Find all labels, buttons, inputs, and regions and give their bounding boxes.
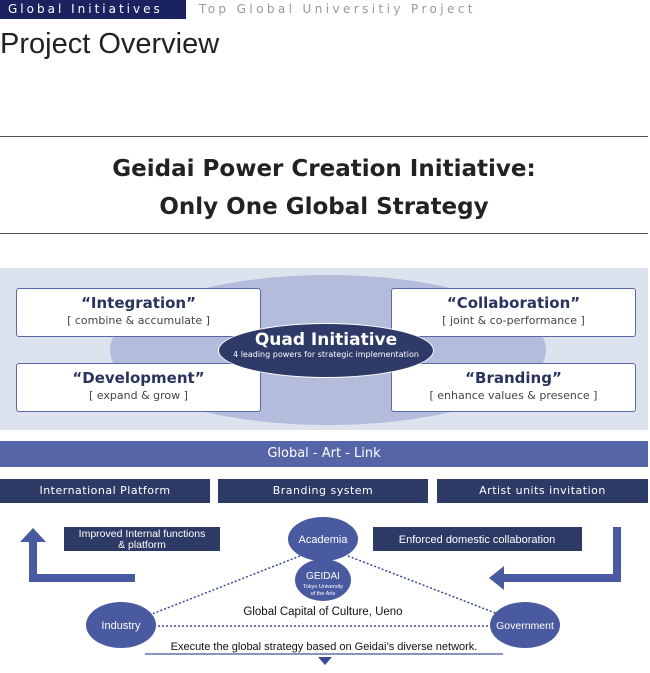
quad-item-subtitle: [ combine & accumulate ] — [67, 314, 210, 327]
academia-node — [288, 517, 358, 561]
right-arrow-path — [503, 527, 621, 582]
arrow-left-icon — [489, 566, 504, 590]
section-tag[interactable]: Global Initiatives — [0, 0, 186, 19]
footer-caption: Execute the global strategy based on Gei… — [171, 641, 478, 653]
global-art-link-bar: Global - Art - Link — [0, 441, 648, 467]
arrow-up-icon — [20, 528, 46, 542]
geidai-node — [295, 559, 351, 601]
domestic-collaboration-box — [373, 527, 582, 551]
arrow-down-icon — [318, 657, 332, 665]
quad-item-integration: “Integration” [ combine & accumulate ] — [16, 288, 261, 337]
left-arrow-path — [29, 541, 135, 582]
dotted-link — [151, 555, 301, 615]
quad-item-subtitle: [ expand & grow ] — [89, 389, 188, 402]
quad-item-development: “Development” [ expand & grow ] — [16, 363, 261, 412]
heading-line: Only One Global Strategy — [159, 194, 489, 220]
improved-functions-box — [64, 527, 220, 551]
quad-item-title: “Collaboration” — [446, 294, 581, 312]
quad-item-subtitle: [ enhance values & presence ] — [429, 389, 598, 402]
geidai-label: GEIDAI — [306, 571, 340, 582]
dotted-link — [347, 555, 499, 615]
divider — [0, 136, 648, 137]
quad-item-title: “Development” — [72, 369, 205, 387]
quad-title: Quad Initiative — [254, 330, 398, 350]
quad-subtitle: 4 leading powers for strategic implement… — [233, 350, 419, 359]
geidai-sub: Tokyo University — [303, 584, 343, 590]
academia-label: Academia — [299, 534, 349, 546]
pillar-branding-system: Branding system — [218, 479, 428, 503]
improved-functions-label: Improved Internal functions — [79, 528, 206, 540]
heading-line: Geidai Power Creation Initiative: — [112, 156, 536, 182]
page-title: Project Overview — [0, 28, 220, 60]
quad-item-subtitle: [ joint & co-performance ] — [442, 314, 585, 327]
improved-functions-label: & platform — [118, 539, 166, 551]
strategy-heading: Geidai Power Creation Initiative: Only On… — [0, 150, 648, 226]
domestic-collaboration-label: Enforced domestic collaboration — [399, 534, 556, 546]
quad-item-title: “Branding” — [465, 369, 562, 387]
industry-node — [86, 602, 156, 648]
quad-item-title: “Integration” — [81, 294, 196, 312]
government-label: Government — [496, 620, 554, 632]
industry-label: Industry — [101, 620, 141, 632]
divider — [0, 233, 648, 234]
quad-item-collaboration: “Collaboration” [ joint & co-performance … — [391, 288, 636, 337]
pillar-artist-units: Artist units invitation — [437, 479, 648, 503]
pillar-international-platform: International Platform — [0, 479, 210, 503]
government-node — [490, 602, 560, 648]
center-caption: Global Capital of Culture, Ueno — [243, 606, 402, 618]
geidai-sub: of the Arts — [311, 591, 336, 597]
quad-item-branding: “Branding” [ enhance values & presence ] — [391, 363, 636, 412]
breadcrumb[interactable]: Top Global Universitiy Project — [199, 2, 476, 16]
